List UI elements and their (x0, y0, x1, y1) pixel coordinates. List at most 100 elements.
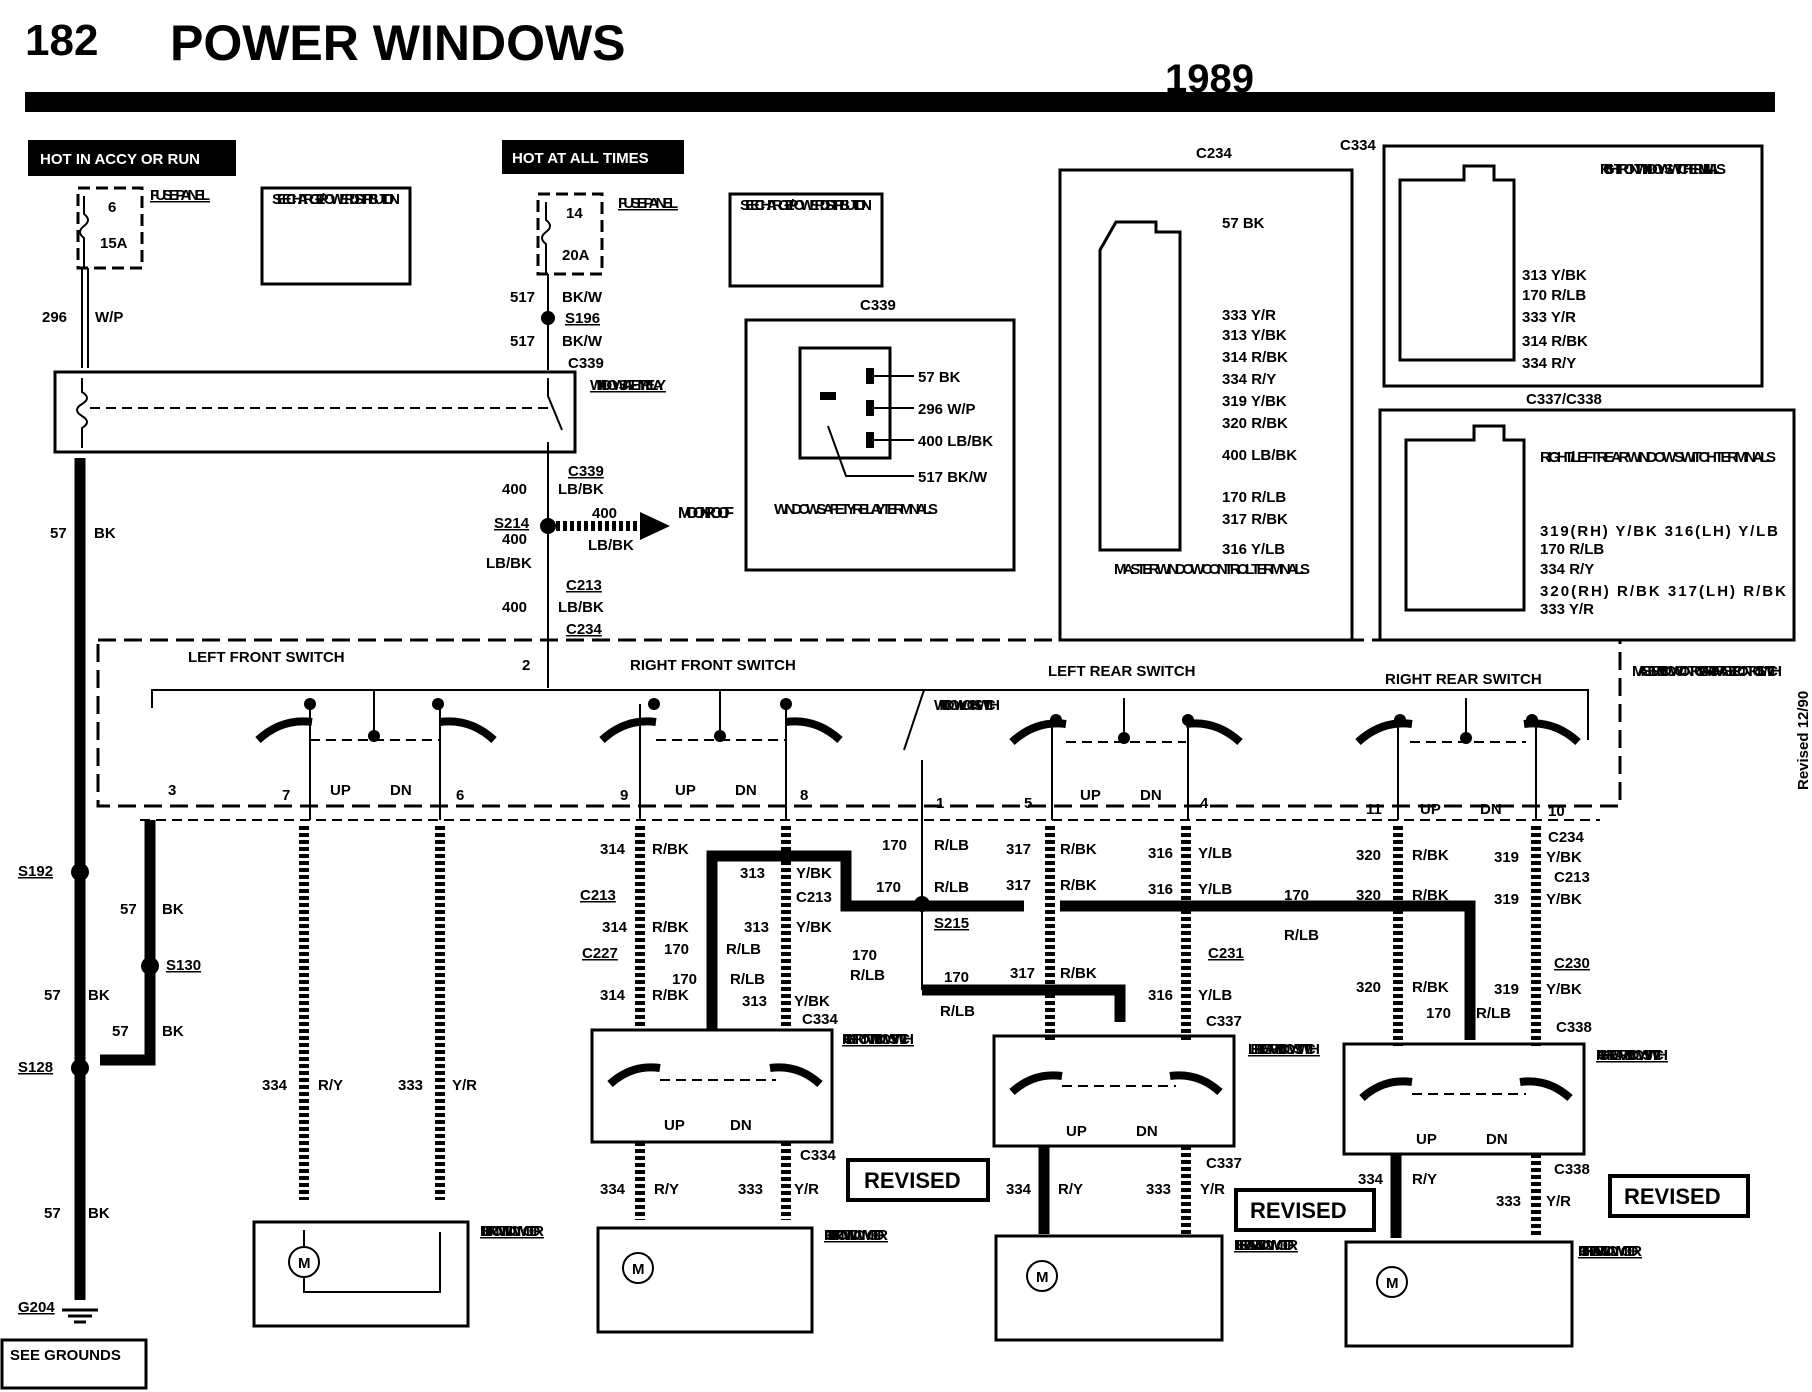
wire-313-jumper (706, 850, 1024, 1030)
pin-2: 2 (522, 657, 530, 674)
lf-dn: DN (390, 782, 412, 799)
circuit-170: S215 170 R/LB 170 R/LB 170 R/LB 170 R/LB… (850, 820, 1476, 1040)
wire-320-rr-color-b: R/BK (1412, 887, 1449, 904)
see-charge-box-2 (728, 192, 884, 288)
wire-334-lf-color: R/Y (318, 1077, 343, 1094)
wire-319-rr-color-c: Y/BK (1546, 981, 1582, 998)
relay-terminals-connector-body (798, 346, 892, 460)
rf-motor-icon (622, 1252, 654, 1284)
connector-c213-rf-left: C213 (580, 887, 616, 904)
lf-switch-arc-right (439, 717, 497, 744)
rr-motor-box (1344, 1240, 1574, 1348)
power-source-accy: HOT IN ACCY OR RUN 6 15A FUSE PANEL SEE … (28, 140, 412, 368)
wire-317-lr-color-c: R/BK (1060, 965, 1097, 982)
lf-switch-legs (309, 690, 441, 820)
wire-517-color-a: BK/W (562, 289, 603, 306)
wire-313-rf-number-a: 313 (740, 865, 765, 882)
master-window-control: 2 LEFT FRONT SWITCH RIGHT FRONT SWITCH L… (96, 638, 1812, 820)
wire-316-lr-color-c: Y/LB (1198, 987, 1232, 1004)
right-rear-circuit: 320 R/BK 319 Y/BK C213 320 R/BK 319 Y/BK… (1342, 826, 1750, 1348)
wire-400-number-a: 400 (502, 481, 527, 498)
wire-400-color-c: LB/BK (558, 599, 604, 616)
lr-master-up: UP (1080, 787, 1101, 804)
pin-4: 4 (1200, 795, 1209, 812)
pin-10: 10 (1548, 803, 1565, 820)
relay-coil (76, 378, 88, 448)
wire-517-number-a: 517 (510, 289, 535, 306)
relay-term-pin-2: 296 W/P (918, 401, 976, 418)
wire-400-color-a: LB/BK (558, 481, 604, 498)
splice-s215: S215 (934, 915, 969, 932)
rf-term-pin-2: 170 R/LB (1522, 287, 1586, 304)
revised-stamp-2 (1234, 1188, 1376, 1232)
see-charge-text-1: SEE CHARGE/ POWER DISTRIBUTION (272, 191, 400, 208)
wire-517-number-b: 517 (510, 333, 535, 350)
right-rear-switch-label: RIGHT REAR SWITCH (1385, 671, 1542, 688)
relay-terminals-box (744, 318, 1016, 572)
lf-up: UP (330, 782, 351, 799)
wire-170-num-c: 170 (852, 947, 877, 964)
rf-window-switch-label: RIGHT FRONT WINDOW SWITCH (842, 1031, 914, 1048)
pin-7: 7 (282, 787, 290, 804)
lf-motor-icon (288, 1246, 320, 1278)
connector-c227: C227 (582, 945, 618, 962)
master-term-pin-4: 314 R/BK (1222, 349, 1288, 366)
rf-master-legs (639, 690, 787, 820)
ground-g204: G204 (18, 1299, 55, 1316)
wire-320-rr-num-a: 320 (1356, 847, 1381, 864)
wire-57-pin3 (100, 820, 156, 1066)
revised-text-2: REVISED (1250, 1198, 1347, 1223)
wire-314-rf-number-b: 314 (602, 919, 628, 936)
rr-window-switch-arc-l (1359, 1077, 1413, 1102)
moonroof-arrow (640, 512, 670, 540)
connector-c338-top: C338 (1556, 1019, 1592, 1036)
ground-circuit: 57 BK S130 57 BK S192 57 BK S128 57 BK G… (0, 820, 201, 1390)
connector-c339-top: C339 (568, 355, 604, 372)
connector-c234-right: C234 (1548, 829, 1585, 846)
rf-terminals-connector-body (1398, 164, 1516, 362)
wire-320-rr-num-b: 320 (1356, 887, 1381, 904)
wire-57-color-c: BK (162, 1023, 184, 1040)
pin-5: 5 (1024, 795, 1032, 812)
window-safety-relay: WINDOW SAFETY RELAY (53, 370, 666, 454)
rf-window-switch-up: UP (664, 1117, 685, 1134)
wire-333-rf-number: 333 (738, 1181, 763, 1198)
wire-319-rr-num-a: 319 (1494, 849, 1519, 866)
splice-s130: S130 (166, 957, 201, 974)
revised-text-1: REVISED (864, 1168, 961, 1193)
wire-317-lr-num-c: 317 (1010, 965, 1035, 982)
lr-master-dn: DN (1140, 787, 1162, 804)
master-terminals-connector-body (1098, 220, 1182, 552)
wire-57-number-c: 57 (112, 1023, 129, 1040)
wire-57-number-a: 57 (50, 525, 67, 542)
see-charge-text-2: SEE CHARGE/ POWER DISTRIBUTION (740, 197, 872, 214)
relay-pin-d (820, 392, 836, 400)
rf-term-pin-3: 333 Y/R (1522, 309, 1576, 326)
rr-master-contact-1 (1394, 714, 1406, 726)
fuse-14-number: 14 (566, 205, 583, 222)
rf-master-contact-1 (648, 698, 660, 710)
fuse-panel-label-1: FUSE PANEL (150, 187, 210, 204)
wire-57-number-b: 57 (120, 901, 137, 918)
wire-296-color: W/P (95, 309, 123, 326)
master-terminals-connector: C234 (1196, 145, 1233, 162)
rf-term-pin-4: 314 R/BK (1522, 333, 1588, 350)
master-control-label: MASTER WINDOW CONTROL PART OF MASTER CON… (1632, 663, 1782, 680)
hot-accy-banner (28, 140, 236, 176)
wire-314-rf-number-a: 314 (600, 841, 626, 858)
wire-170-rf-number: 170 (664, 941, 689, 958)
relay-terminals-panel: C339 57 BK 296 W/P 400 LB/BK 517 BK/W WI… (744, 297, 1016, 572)
connector-c230: C230 (1554, 955, 1590, 972)
wire-314-rf-color-a: R/BK (652, 841, 689, 858)
wire-313-rf-number-b: 313 (744, 919, 769, 936)
relay-term-pin-4: 517 BK/W (918, 469, 988, 486)
left-rear-circuit: 317 R/BK 316 Y/LB 317 R/BK 316 Y/LB C231… (992, 826, 1376, 1342)
wire-57-number-e: 57 (44, 1205, 61, 1222)
wire-317-lr-num-a: 317 (1006, 841, 1031, 858)
lr-master-arc-right (1185, 719, 1243, 746)
rear-term-pin-4: 320(RH) R/BK 317(LH) R/BK (1540, 583, 1786, 600)
rr-motor-icon (1376, 1266, 1408, 1298)
wire-333-rf-color: Y/R (794, 1181, 819, 1198)
rr-motor-m: M (1386, 1275, 1399, 1292)
rf-window-switch-box (590, 1028, 834, 1144)
